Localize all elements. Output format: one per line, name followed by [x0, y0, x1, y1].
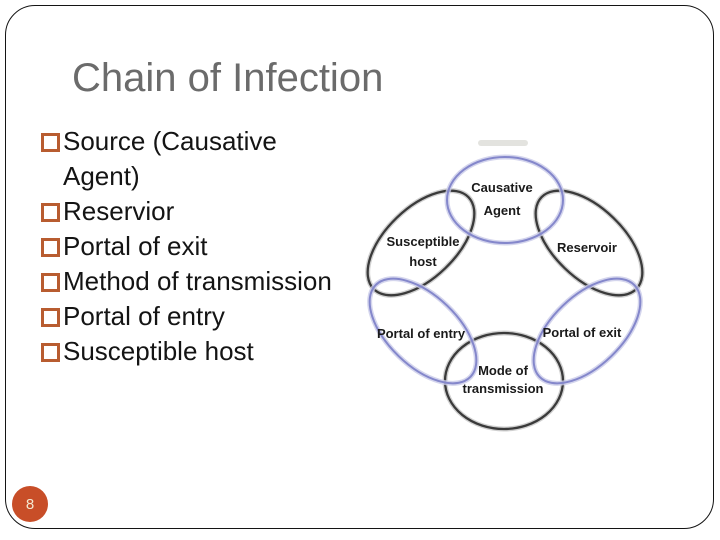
- list-item-label: Portal of exit: [63, 231, 208, 261]
- list-item: Portal of entry: [41, 299, 361, 334]
- list-item: Susceptible host: [41, 334, 361, 369]
- square-bullet-icon: [41, 308, 60, 327]
- label-mode-of-transmission-line1: Mode of: [478, 363, 528, 378]
- square-bullet-icon: [41, 238, 60, 257]
- list-item: Reservior: [41, 194, 361, 229]
- slide-border: [5, 5, 714, 529]
- ellipse-portal-of-exit: [531, 276, 643, 386]
- list-item: Portal of exit: [41, 229, 361, 264]
- list-item: Source (Causative Agent): [41, 124, 361, 194]
- square-bullet-icon: [41, 203, 60, 222]
- list-item-label: Portal of entry: [63, 301, 225, 331]
- page-number-badge: 8: [12, 486, 48, 522]
- label-causative-agent-line2: Agent: [484, 203, 522, 218]
- square-bullet-icon: [41, 133, 60, 152]
- list-item-label: Reservior: [63, 196, 175, 226]
- list-item: Method of transmission: [41, 264, 361, 299]
- list-item-label: Susceptible host: [63, 336, 254, 366]
- list-item-label: Source (Causative Agent): [63, 126, 277, 191]
- chain-of-infection-diagram: Causative Agent Susceptible host Reservo…: [365, 140, 645, 432]
- label-portal-of-entry: Portal of entry: [377, 326, 466, 341]
- ellipse-causative-agent: [444, 154, 566, 246]
- label-portal-of-exit: Portal of exit: [543, 325, 622, 340]
- label-causative-agent-line1: Causative: [471, 180, 532, 195]
- label-susceptible-host-line2: host: [409, 254, 437, 269]
- image-crop-artifact: [478, 140, 528, 146]
- ellipse-portal-of-entry: [367, 276, 479, 386]
- square-bullet-icon: [41, 273, 60, 292]
- list-item-label: Method of transmission: [63, 266, 332, 296]
- page-number: 8: [25, 495, 35, 513]
- label-reservoir: Reservoir: [557, 240, 617, 255]
- label-susceptible-host-line1: Susceptible: [387, 234, 460, 249]
- page-title: Chain of Infection: [72, 56, 384, 100]
- square-bullet-icon: [41, 343, 60, 362]
- label-mode-of-transmission-line2: transmission: [463, 381, 544, 396]
- bullet-list: Source (Causative Agent) Reservior Porta…: [41, 124, 361, 369]
